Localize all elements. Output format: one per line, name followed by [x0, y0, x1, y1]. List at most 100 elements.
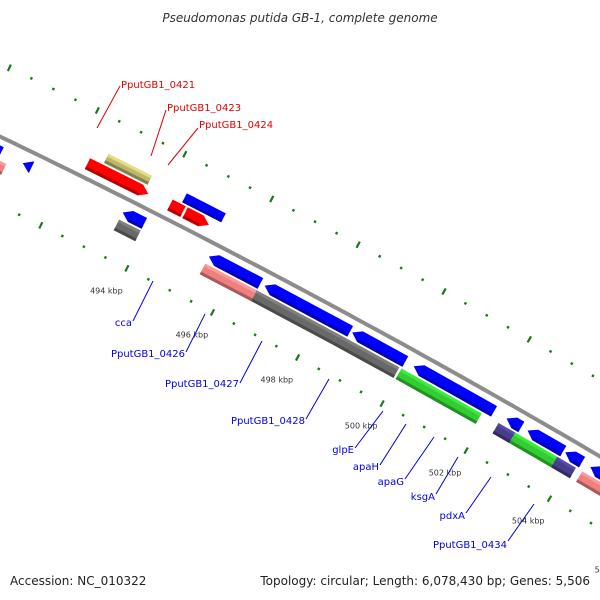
- gene-feature[interactable]: [395, 368, 482, 424]
- gene-label[interactable]: PputGB1_0424: [199, 120, 273, 131]
- major-tick: [124, 264, 130, 272]
- gene-feature[interactable]: [565, 451, 586, 468]
- feature-shadow: [551, 464, 572, 479]
- feature-highlight: [131, 211, 147, 221]
- gene-feature[interactable]: [199, 263, 257, 302]
- gene-feature[interactable]: [167, 199, 186, 217]
- gene-feature[interactable]: [22, 161, 35, 173]
- feature-shadow: [332, 341, 395, 378]
- minor-tick: [359, 390, 363, 394]
- gene-label[interactable]: glpE: [332, 445, 354, 456]
- major-tick: [355, 241, 361, 249]
- feature-body: [208, 255, 264, 289]
- gene-label[interactable]: ksgA: [411, 492, 435, 503]
- kbp-label: 506 kbp: [595, 566, 600, 575]
- gene-label[interactable]: cca: [115, 318, 132, 329]
- minor-tick: [338, 378, 342, 383]
- minor-tick: [568, 509, 572, 513]
- feature-shadow: [182, 199, 223, 223]
- gene-feature[interactable]: [264, 284, 353, 337]
- gene-feature[interactable]: [413, 365, 497, 417]
- minor-tick: [103, 255, 108, 260]
- feature-shadow: [418, 373, 493, 417]
- gene-feature[interactable]: [576, 471, 600, 500]
- map-title: Pseudomonas putida GB-1, complete genome: [162, 11, 437, 25]
- feature-shadow: [251, 298, 334, 345]
- minor-tick: [248, 186, 252, 190]
- minor-tick: [82, 245, 86, 249]
- feature-highlight: [336, 333, 400, 370]
- kbp-label: 496 kbp: [176, 331, 209, 340]
- minor-tick: [527, 484, 531, 489]
- gene-feature[interactable]: [509, 432, 558, 468]
- feature-shadow: [509, 440, 553, 468]
- major-tick: [546, 495, 553, 503]
- kbp-label: 498 kbp: [261, 376, 294, 385]
- minor-tick: [378, 254, 382, 259]
- feature-shadow: [104, 160, 149, 185]
- gene-feature[interactable]: [104, 153, 152, 185]
- kbp-label: 504 kbp: [512, 517, 545, 526]
- gene-label[interactable]: apaG: [378, 477, 404, 488]
- major-tick: [94, 106, 100, 115]
- feature-highlight: [32, 161, 35, 165]
- gene-feature[interactable]: [208, 255, 264, 289]
- gene-label[interactable]: PputGB1_0421: [121, 80, 195, 91]
- minor-tick: [334, 231, 339, 235]
- feature-body: [264, 284, 353, 337]
- gene-label[interactable]: PputGB1_0428: [231, 416, 305, 427]
- gene-feature[interactable]: [527, 429, 567, 457]
- feature-shadow: [569, 459, 581, 468]
- feature-shadow: [28, 169, 31, 173]
- gene-feature[interactable]: [352, 331, 409, 367]
- feature-highlight: [515, 417, 525, 425]
- major-tick: [38, 221, 44, 229]
- feature-highlight: [218, 255, 264, 281]
- minor-tick: [399, 266, 403, 270]
- minor-tick: [420, 278, 425, 282]
- gene-feature[interactable]: [551, 456, 576, 479]
- minor-tick: [139, 130, 143, 134]
- minor-tick: [274, 344, 279, 348]
- gene-label[interactable]: PputGB1_0423: [167, 103, 241, 114]
- feature-body: [182, 207, 209, 227]
- gene-feature[interactable]: [332, 333, 400, 378]
- gene-feature[interactable]: [506, 417, 525, 433]
- gene-feature[interactable]: [251, 290, 338, 345]
- minor-tick: [570, 361, 574, 366]
- gene-label[interactable]: PputGB1_0426: [111, 349, 185, 360]
- feature-highlight: [273, 284, 353, 329]
- gene-label[interactable]: PputGB1_0434: [433, 540, 507, 551]
- feature-shadow: [594, 474, 600, 480]
- feature-highlight: [574, 451, 586, 460]
- gene-feature[interactable]: [0, 160, 7, 175]
- gene-feature[interactable]: [492, 423, 516, 443]
- gene-feature[interactable]: [122, 211, 147, 229]
- gene-label[interactable]: PputGB1_0427: [165, 379, 239, 390]
- gene-label[interactable]: pdxA: [440, 511, 466, 522]
- gene-feature[interactable]: [182, 193, 226, 223]
- feature-shadow: [199, 271, 253, 302]
- minor-tick: [60, 234, 64, 238]
- minor-tick: [443, 437, 447, 441]
- gene-feature[interactable]: [113, 219, 141, 242]
- feature-shadow: [357, 339, 404, 367]
- gene-feature[interactable]: [84, 158, 149, 196]
- feature-highlight: [0, 160, 7, 167]
- feature-highlight: [361, 331, 409, 359]
- gene-label[interactable]: apaH: [353, 462, 379, 473]
- label-leader-line: [132, 280, 154, 322]
- label-leader-line: [167, 127, 199, 166]
- reverse-gene-labels: cca PputGB1_0426 PputGB1_0427 PputGB1_04…: [111, 280, 535, 551]
- feature-body: [527, 429, 567, 457]
- minor-tick: [506, 472, 510, 477]
- minor-tick: [317, 367, 321, 371]
- minor-tick: [291, 208, 296, 212]
- inner-tick-ring: [17, 213, 593, 525]
- feature-highlight: [203, 263, 257, 294]
- gene-feature[interactable]: [0, 120, 4, 158]
- gene-feature[interactable]: [182, 207, 209, 227]
- minor-tick: [51, 87, 56, 91]
- minor-tick: [17, 213, 21, 217]
